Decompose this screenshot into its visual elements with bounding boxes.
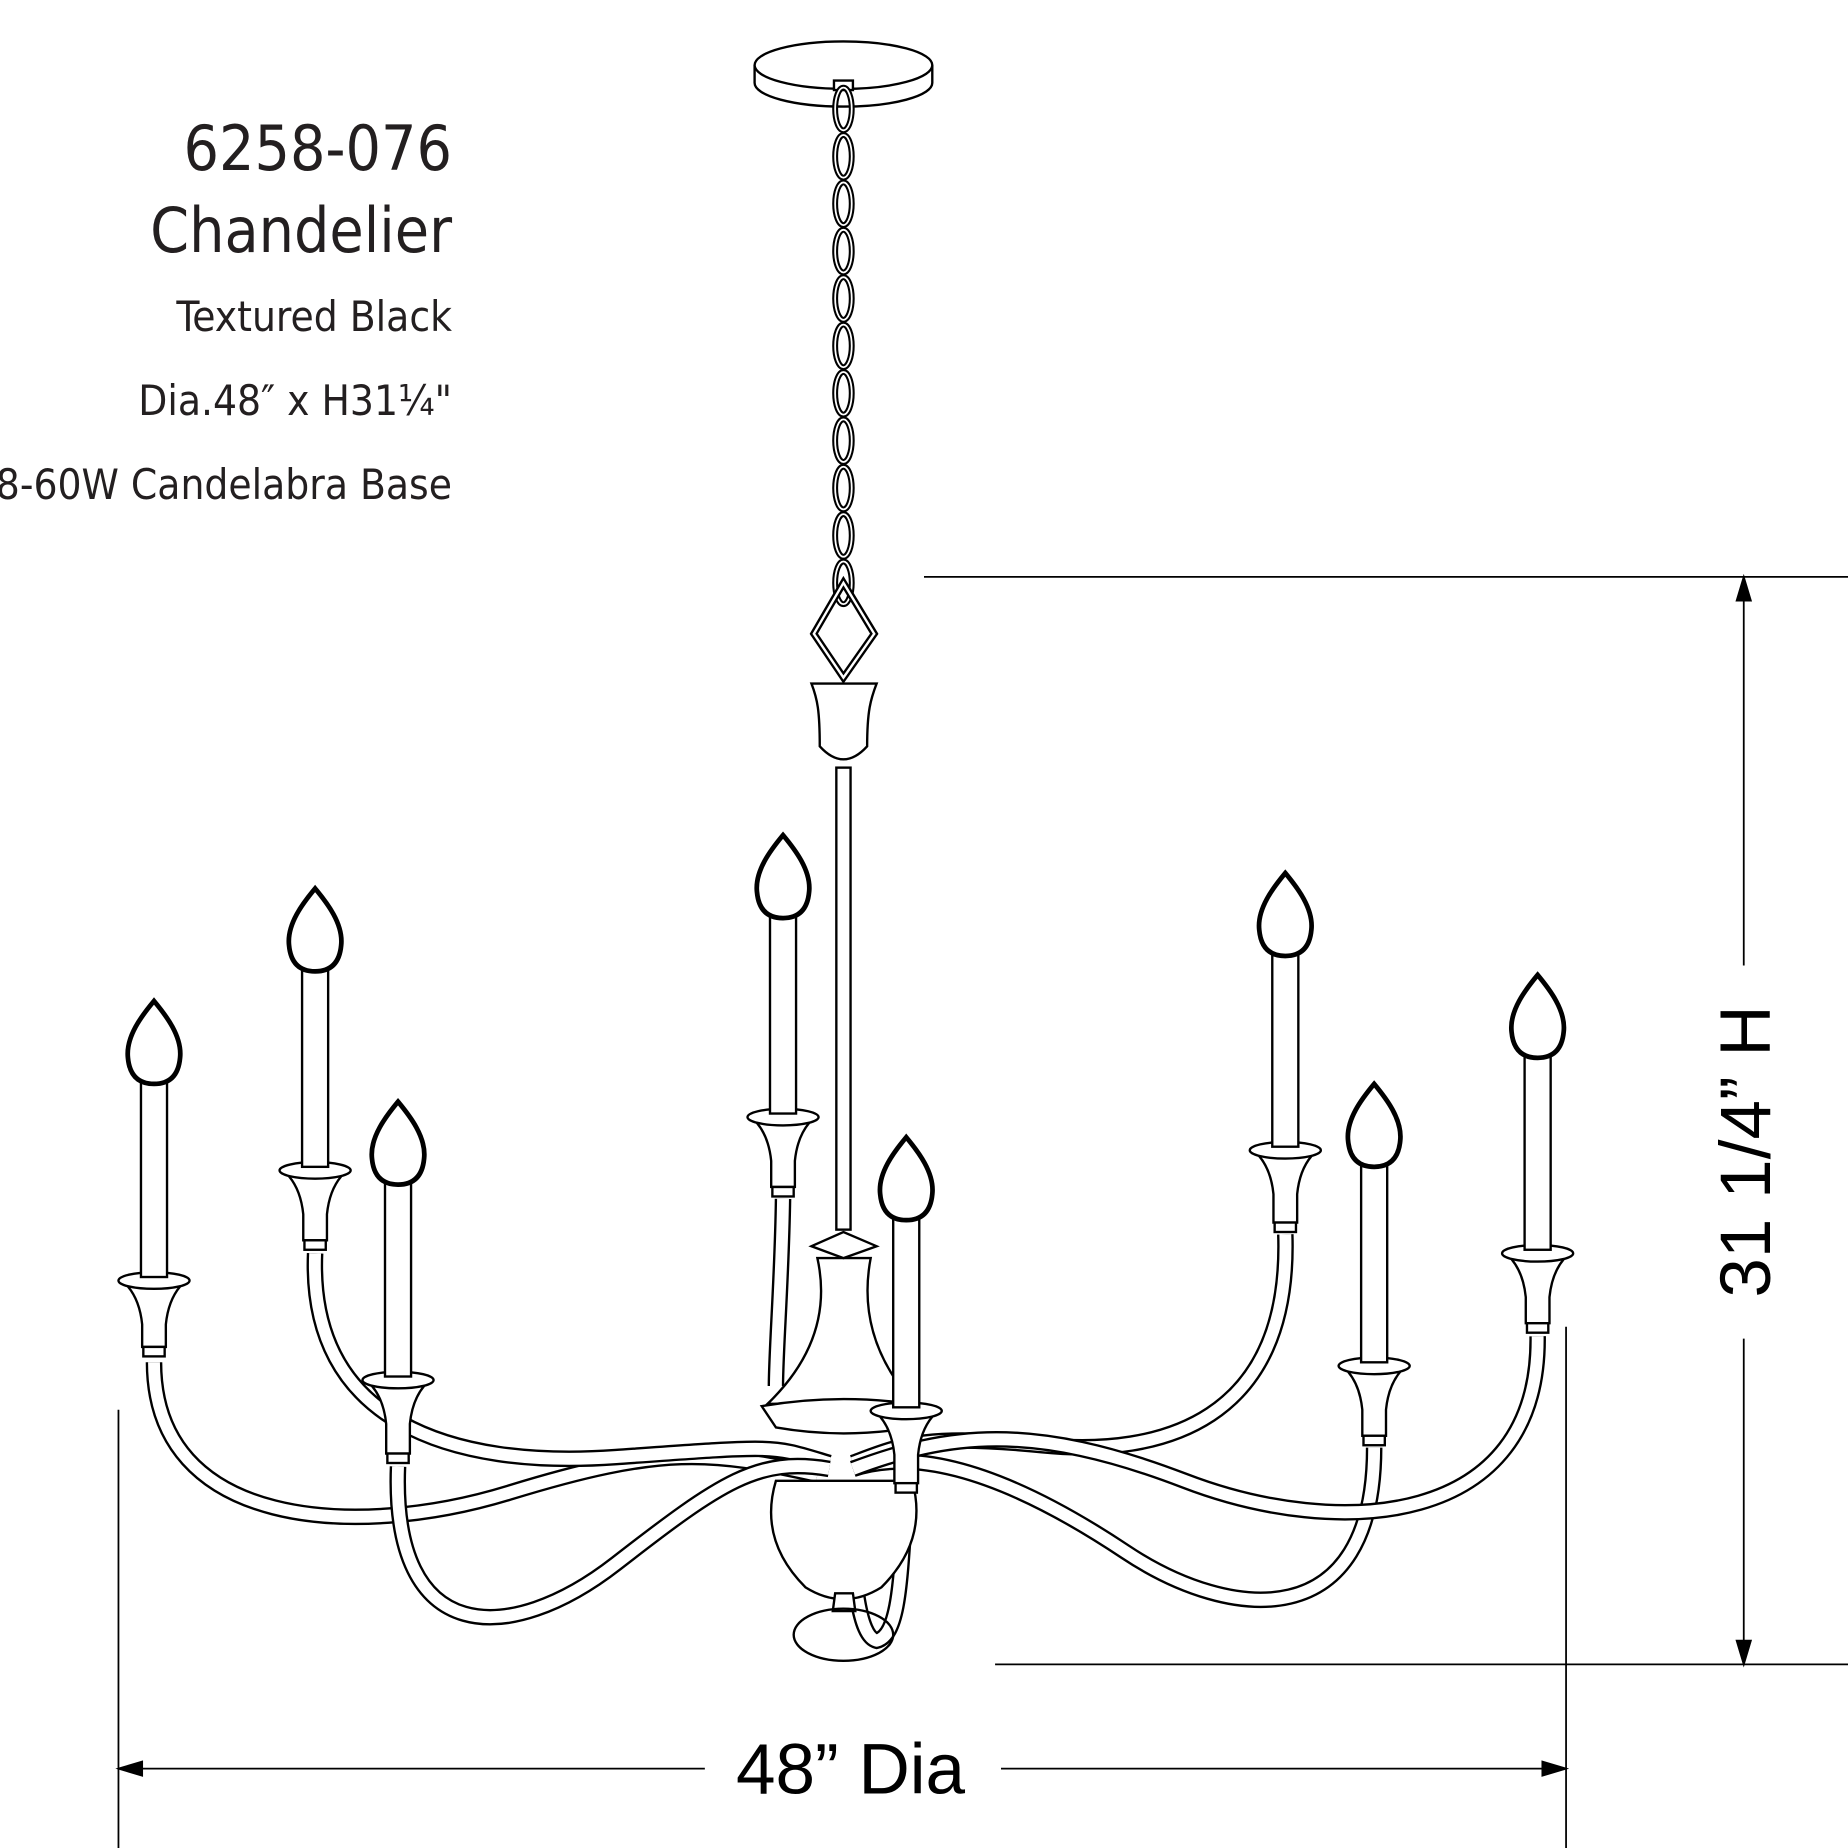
height-label: 31 1/4” H bbox=[1707, 1005, 1786, 1297]
model-number: 6258-076 bbox=[183, 112, 453, 185]
candle-sleeve bbox=[139, 1080, 169, 1279]
bulb bbox=[754, 831, 812, 921]
bulb bbox=[369, 1097, 427, 1187]
product-type: Chandelier bbox=[150, 194, 452, 267]
candle bbox=[1500, 971, 1575, 1334]
chain bbox=[832, 84, 855, 608]
candle-sleeve bbox=[1523, 1054, 1552, 1251]
candle bbox=[869, 1133, 943, 1494]
height-dimension bbox=[924, 573, 1848, 1668]
bulb bbox=[125, 997, 183, 1087]
bulb bbox=[1256, 869, 1314, 959]
finish: Textured Black bbox=[176, 292, 452, 341]
stem bbox=[809, 575, 879, 1231]
candle-sleeve bbox=[1359, 1163, 1389, 1364]
candles bbox=[117, 831, 1575, 1494]
candle bbox=[746, 831, 820, 1198]
spec-text-block: 6258-076 Chandelier Textured Black Dia.4… bbox=[0, 118, 452, 548]
bulb bbox=[286, 884, 344, 974]
arm bbox=[850, 1447, 1383, 1609]
candle-sleeve bbox=[768, 914, 798, 1115]
bulb bbox=[1345, 1080, 1403, 1170]
candle-sleeve bbox=[300, 967, 330, 1169]
dimensions: Dia.48″ x H31¼" bbox=[138, 376, 452, 425]
candle-sleeve bbox=[383, 1181, 413, 1378]
bulb bbox=[877, 1133, 935, 1223]
candle bbox=[1248, 869, 1323, 1234]
bulb-spec: 8-60W Candelabra Base bbox=[0, 460, 452, 509]
candle-sleeve bbox=[1271, 952, 1300, 1148]
diameter-label: 48” Dia bbox=[736, 1731, 966, 1810]
candle bbox=[278, 884, 352, 1251]
candle-sleeve bbox=[892, 1216, 921, 1409]
bulb bbox=[1509, 971, 1567, 1061]
canopy bbox=[753, 40, 934, 108]
diameter-dimension bbox=[115, 1326, 1570, 1848]
candle bbox=[1337, 1080, 1411, 1447]
candle bbox=[117, 997, 191, 1358]
candle bbox=[361, 1097, 435, 1465]
arm bbox=[389, 1457, 831, 1626]
